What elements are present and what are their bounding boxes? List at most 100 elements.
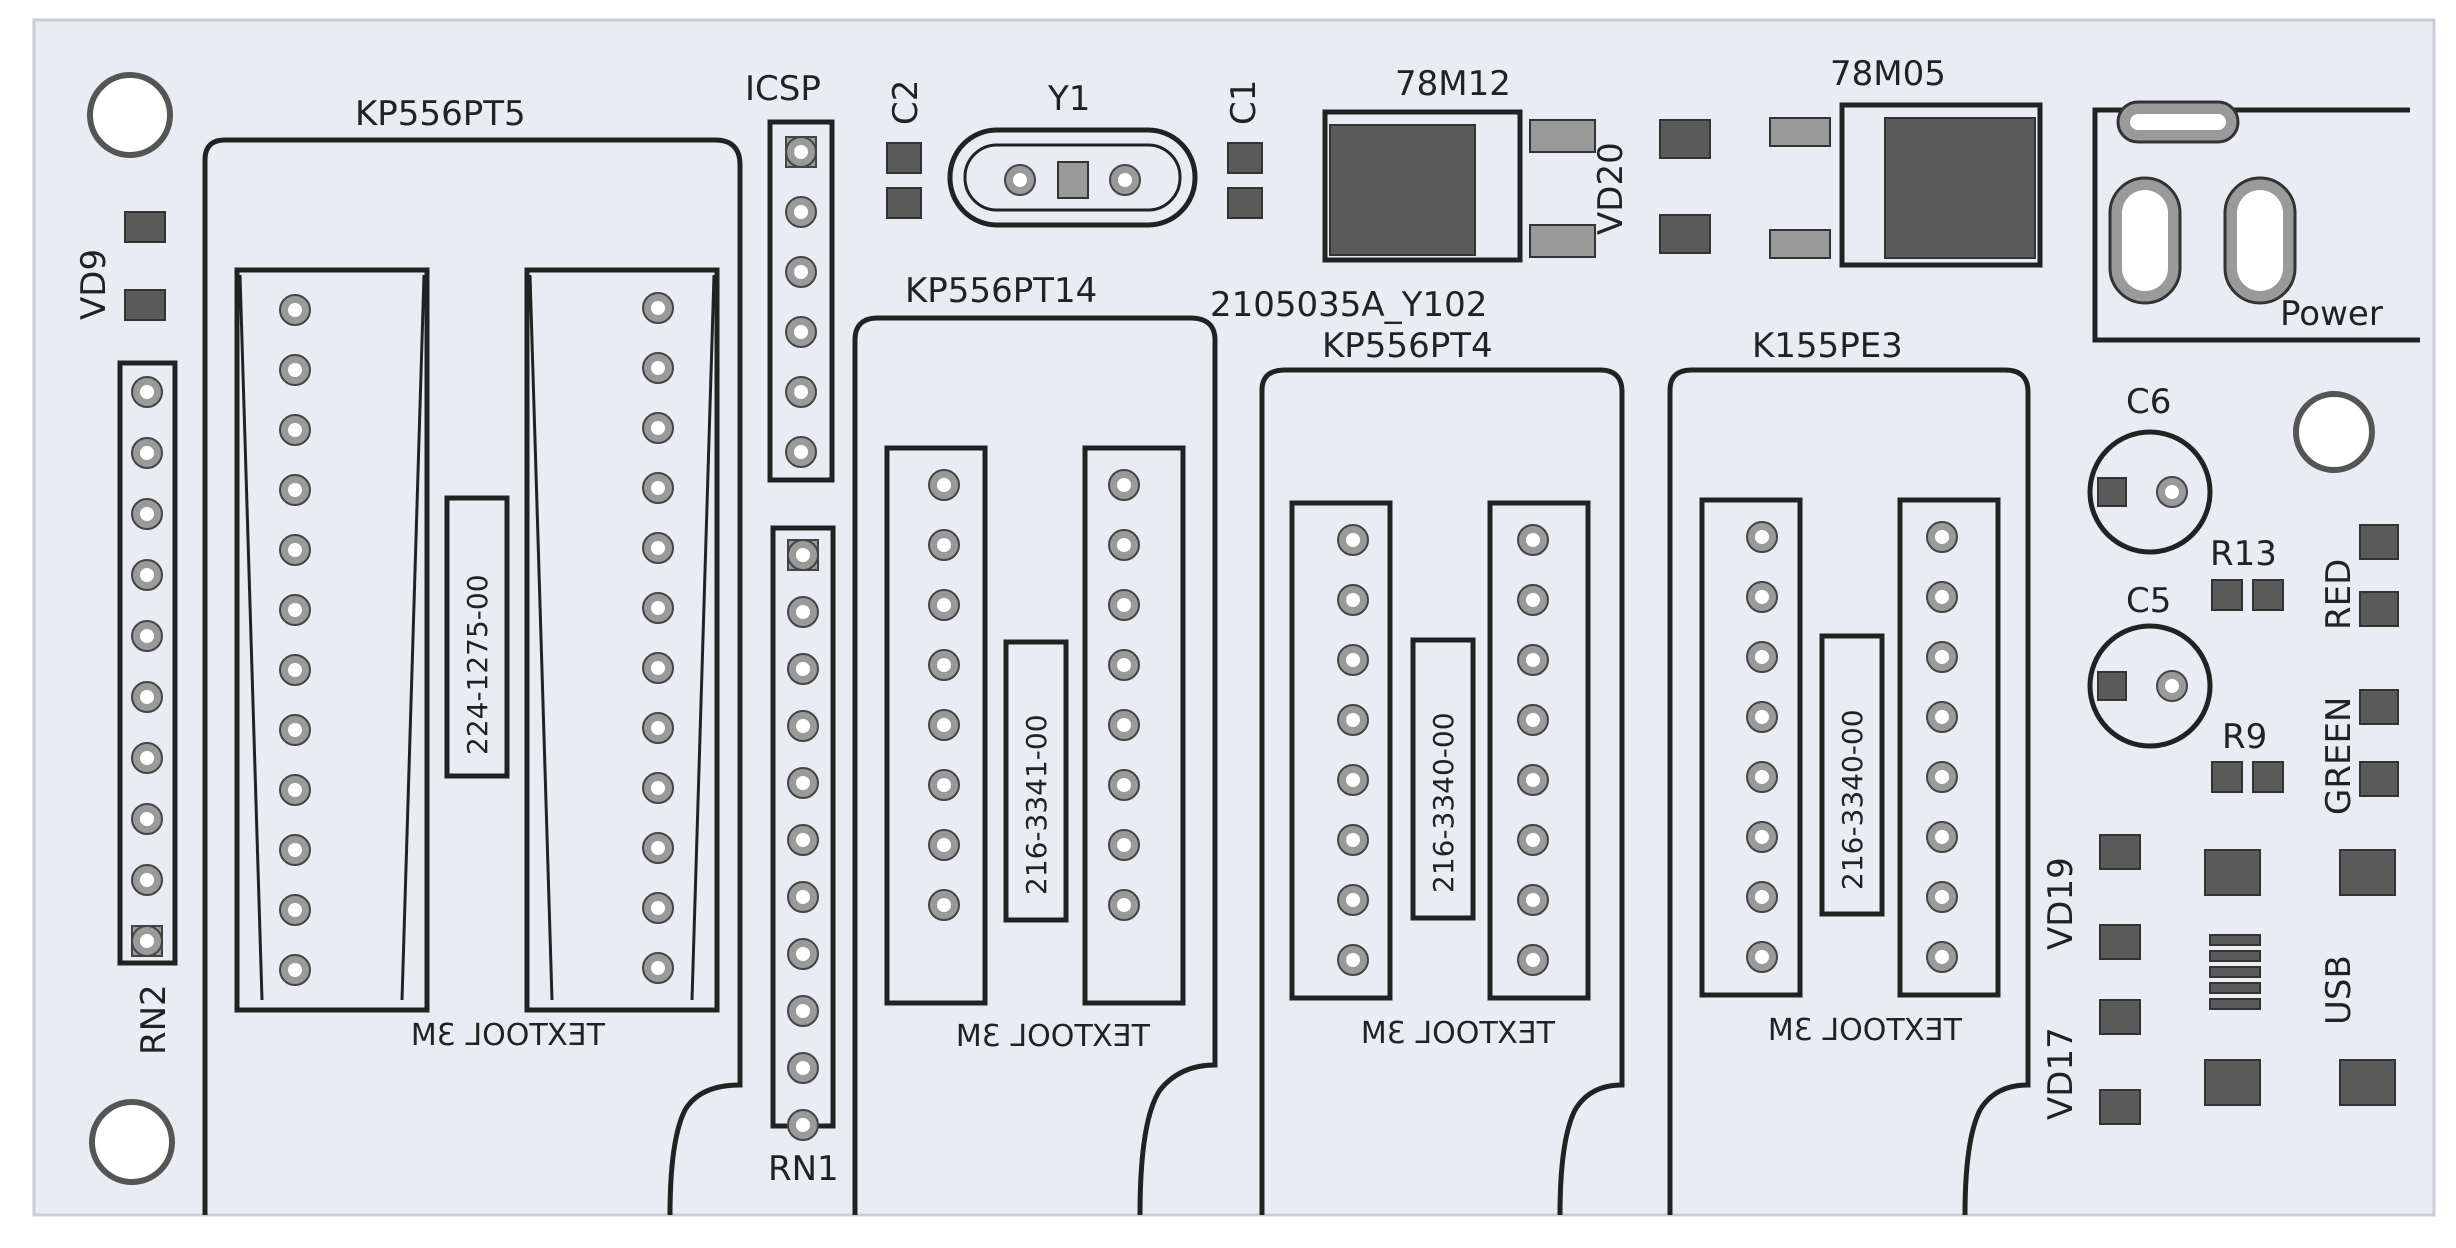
- socket2-right-pad-hole: [1117, 718, 1131, 732]
- socket3-part-box: [1410, 637, 1476, 921]
- label-power: Power: [2280, 294, 2383, 334]
- socket3-right-pad-hole: [1526, 653, 1540, 667]
- usb-shield-pad: [2204, 1059, 2261, 1106]
- rn2-pin-hole: [140, 751, 154, 765]
- label-kp556pt14: KP556PT14: [905, 271, 1097, 311]
- reg05-tab: [1884, 117, 2036, 259]
- label-green: GREEN: [2319, 697, 2359, 815]
- c5-pad-hole: [2165, 679, 2179, 693]
- usb-shield-pad: [2339, 1059, 2396, 1106]
- socket2-right-pad-hole: [1117, 598, 1131, 612]
- socket1-left-pad-hole: [288, 783, 302, 797]
- socket1-left-pad-hole: [288, 483, 302, 497]
- power-jack-slot-hole: [2237, 190, 2283, 291]
- rail: [884, 445, 988, 1006]
- c1-pad-top: [1227, 142, 1263, 174]
- socket2-part-box: [1003, 639, 1069, 923]
- socket4-right-pad-hole: [1935, 710, 1949, 724]
- socket2-part-number: 216-3341-00: [1020, 714, 1053, 895]
- socket3-left-pad-hole: [1346, 893, 1360, 907]
- socket3-right-pad-hole: [1526, 833, 1540, 847]
- socket1-part-number: 224-1275-00: [461, 574, 494, 755]
- socket3-brand: TEXTOOL 3M: [1361, 1016, 1556, 1051]
- rn2-pin-hole: [140, 446, 154, 460]
- crystal-body: [1057, 161, 1089, 199]
- socket1-brand: TEXTOOL 3M: [411, 1018, 606, 1053]
- rn2-pin-hole: [140, 385, 154, 399]
- socket-outline-kp556pt14: [852, 315, 1218, 1216]
- rn2-pin-hole: [140, 629, 154, 643]
- socket2-right-pad-hole: [1117, 778, 1131, 792]
- socket3-left-pad-hole: [1346, 833, 1360, 847]
- socket2-right-pad-hole: [1117, 838, 1131, 852]
- icsp-pin-hole: [794, 205, 808, 219]
- socket2-right-pad-hole: [1117, 538, 1131, 552]
- socket1-left-pad-hole: [288, 363, 302, 377]
- reg12-pin: [1529, 224, 1596, 258]
- socket1-left-pad-hole: [288, 663, 302, 677]
- c2-pad-bottom: [886, 187, 922, 219]
- vd9-pad: [124, 211, 166, 243]
- socket4-brand: TEXTOOL 3M: [1768, 1013, 1963, 1048]
- socket1-right-pad-hole: [651, 481, 665, 495]
- rail: [238, 274, 716, 1001]
- socket2-left-pad-hole: [937, 718, 951, 732]
- socket1-left-pad-hole: [288, 543, 302, 557]
- usb-pin: [2209, 982, 2261, 994]
- socket2-left-pad-hole: [937, 538, 951, 552]
- socket1-right-pad-hole: [651, 841, 665, 855]
- socket1-left-pad-hole: [288, 903, 302, 917]
- rail: [1699, 497, 1803, 998]
- label-kp556pt5: KP556PT5: [355, 94, 526, 134]
- label-vd19: VD19: [2041, 857, 2081, 950]
- rn1-pin-hole: [796, 1004, 810, 1018]
- icsp-pin-hole: [794, 325, 808, 339]
- header-rn2-outline: [117, 360, 178, 966]
- usb-pin: [2209, 966, 2261, 978]
- c5-pad-square: [2097, 671, 2127, 701]
- label-y1: Y1: [1047, 79, 1090, 119]
- socket1-left-pad-hole: [288, 423, 302, 437]
- socket-outline-kp556pt5: [202, 137, 743, 1216]
- rn1-pin-hole: [796, 1118, 810, 1132]
- socket-outline-kp556pt4: [1259, 367, 1625, 1216]
- c6-pad-square: [2097, 477, 2127, 507]
- label-kp556pt4: KP556PT4: [1322, 326, 1493, 366]
- socket4-left-pad-hole: [1755, 890, 1769, 904]
- socket2-left-pad-hole: [937, 838, 951, 852]
- rn1-pin-hole: [796, 890, 810, 904]
- socket1-left-pad-hole: [288, 303, 302, 317]
- vd17-pad: [2099, 1089, 2141, 1125]
- socket4-right-pad-hole: [1935, 590, 1949, 604]
- socket1-right-pad-hole: [651, 301, 665, 315]
- socket4-right-pad-hole: [1935, 890, 1949, 904]
- r13-pad: [2252, 579, 2284, 611]
- label-vd17: VD17: [2041, 1027, 2081, 1120]
- socket1-right-pad-hole: [651, 421, 665, 435]
- socket2-brand: TEXTOOL 3M: [956, 1019, 1151, 1054]
- crystal-inner: [963, 143, 1182, 212]
- reg05-pin: [1769, 229, 1831, 259]
- r13-pad: [2211, 579, 2243, 611]
- socket2-left-pad-hole: [937, 598, 951, 612]
- rail: [1897, 497, 2001, 998]
- socket3-right-pad-hole: [1526, 533, 1540, 547]
- label-vd9: VD9: [74, 249, 114, 320]
- socket2-right-pad-hole: [1117, 898, 1131, 912]
- crystal-outline: [947, 127, 1198, 228]
- rn1-pin-hole: [796, 1061, 810, 1075]
- power-jack-slot-hole: [2122, 190, 2168, 291]
- socket3-right-pad-hole: [1526, 773, 1540, 787]
- reg05-pin: [1769, 117, 1831, 147]
- reg05-outline: [1839, 102, 2043, 268]
- rn2-pin-hole: [140, 507, 154, 521]
- icsp-pin-hole: [794, 265, 808, 279]
- header-icsp-outline: [767, 119, 835, 483]
- rn2-pin-hole: [140, 568, 154, 582]
- socket1-part-box: [444, 495, 510, 779]
- rn1-pin-hole: [796, 776, 810, 790]
- rail: [1082, 445, 1186, 1006]
- socket3-left-pad-hole: [1346, 713, 1360, 727]
- socket3-right-pad-hole: [1526, 713, 1540, 727]
- vd20-pad: [1659, 119, 1711, 159]
